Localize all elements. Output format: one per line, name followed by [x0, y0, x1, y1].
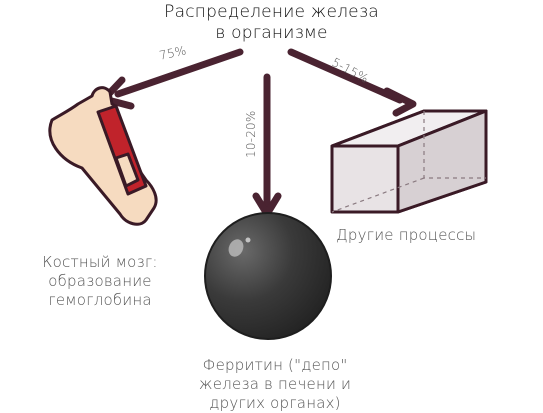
ferritin-label-line-2: железа в печени и	[198, 375, 352, 393]
title-line-2: в организме	[215, 23, 328, 43]
other-label-line-1: Другие процессы	[336, 226, 477, 244]
ferritin-label-line-3: других органах)	[209, 394, 341, 412]
bone-marrow-label-line-1: Костный мозг:	[42, 253, 158, 271]
bone-marrow-label-line-3: гемоглобина	[48, 291, 152, 309]
arrow-to-other	[287, 48, 417, 117]
ferritin-share: 10-20%	[244, 110, 258, 158]
diagram-title: Распределение железа в организме	[0, 2, 543, 44]
bone-icon	[48, 86, 158, 226]
box-icon	[330, 109, 488, 214]
sphere-icon	[204, 212, 332, 340]
ferritin-label-line-1: Ферритин ("депо"	[202, 356, 348, 374]
other-label: Другие процессы	[336, 226, 506, 245]
bone-marrow-label: Костный мозг: образование гемоглобина	[20, 253, 180, 310]
title-line-1: Распределение железа	[164, 2, 379, 22]
ferritin-label: Ферритин ("депо" железа в печени и други…	[160, 356, 390, 413]
arrow-to-ferritin	[252, 73, 282, 218]
bone-marrow-label-line-2: образование	[48, 272, 152, 290]
